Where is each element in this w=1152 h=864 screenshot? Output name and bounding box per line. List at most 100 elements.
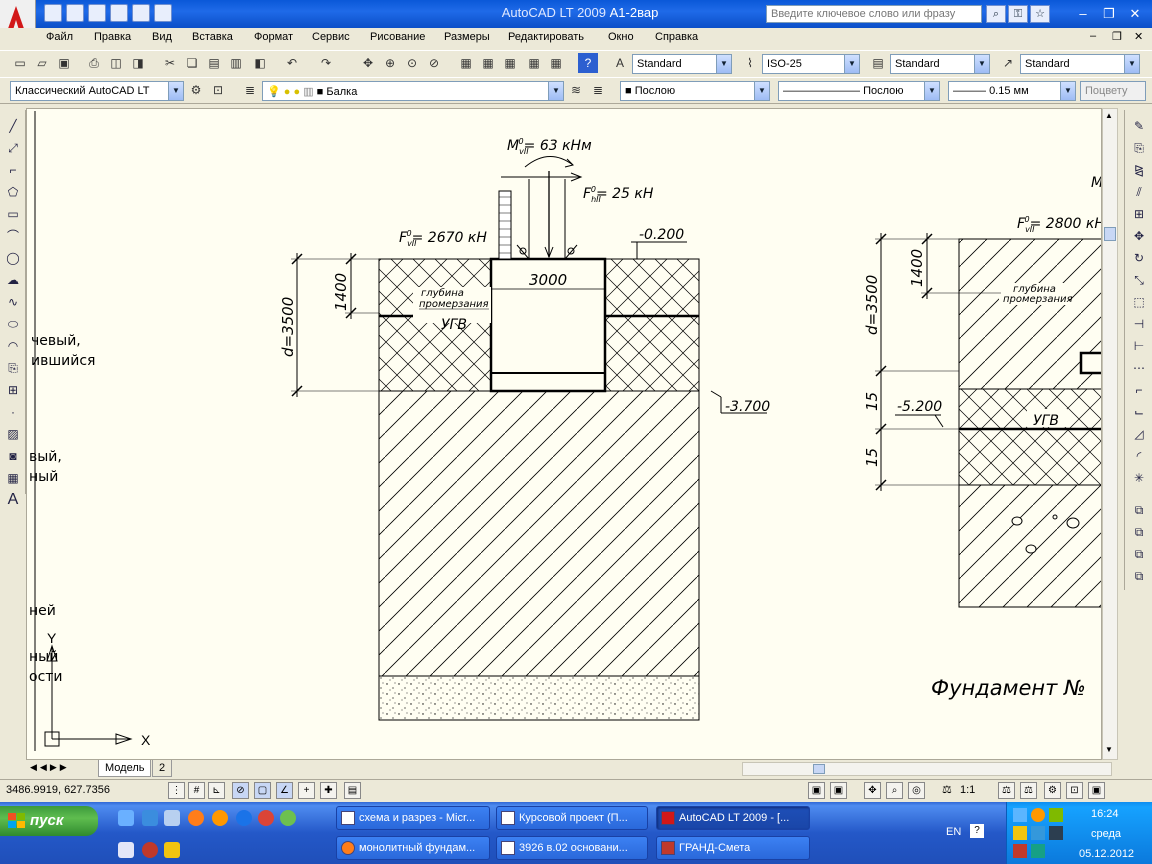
workspace-select[interactable]: Классический AutoCAD LT▼ — [10, 81, 184, 101]
zoom-previous-icon[interactable]: ⊘ — [428, 56, 440, 70]
quicklaunch-media-icon[interactable] — [236, 810, 252, 826]
qp-toggle[interactable]: ▤ — [344, 782, 361, 799]
close-button[interactable]: ✕ — [1129, 6, 1141, 21]
annotation-scale[interactable]: 1:1 — [960, 784, 976, 796]
table-style-icon[interactable]: ▤ — [872, 56, 884, 70]
vertical-scrollbar[interactable]: ▲ ▼ — [1102, 108, 1118, 760]
new-icon[interactable] — [44, 4, 62, 22]
doc-close-button[interactable]: ✕ — [1134, 31, 1144, 43]
offset-icon[interactable]: ⫽ — [1136, 185, 1142, 199]
layer-previous-icon[interactable]: ≣ — [592, 83, 604, 97]
clean-screen-icon[interactable]: ▣ — [1088, 782, 1105, 799]
minimize-button[interactable]: – — [1079, 6, 1087, 21]
dyn-toggle[interactable]: + — [298, 782, 315, 799]
tab-model[interactable]: Модель — [98, 760, 152, 777]
tool-palettes-icon[interactable]: ▦ — [504, 56, 516, 70]
clock-time[interactable]: 16:24 — [1091, 808, 1119, 820]
polar-toggle[interactable]: ⊘ — [232, 782, 249, 799]
array-icon[interactable]: ⊞ — [1133, 207, 1145, 221]
copy-object-icon[interactable]: ⎘ — [1134, 141, 1144, 155]
redo-tool-icon[interactable]: ↷ — [320, 56, 332, 70]
quicklaunch-opera-icon[interactable] — [142, 842, 158, 858]
linetype-select[interactable]: ——————— Послою▼ — [778, 81, 940, 101]
break-icon[interactable]: ⌐ — [1135, 383, 1143, 397]
revcloud-icon[interactable]: ☁ — [7, 273, 19, 287]
make-layer-current-icon[interactable]: ≋ — [570, 83, 582, 97]
layer-select[interactable]: 💡 ● ● ▥ ■ Балка ▼ — [262, 81, 564, 101]
doc-minimize-button[interactable]: – — [1090, 30, 1097, 42]
steering-wheel-icon[interactable]: ◎ — [908, 782, 925, 799]
menu-modify[interactable]: Редактировать — [508, 31, 584, 43]
help-tray-icon[interactable]: ? — [970, 824, 984, 838]
rotate-icon[interactable]: ↻ — [1133, 251, 1145, 265]
horizontal-scrollbar[interactable] — [742, 762, 1112, 776]
draworder-back-icon[interactable]: ⧉ — [1134, 525, 1144, 539]
color-select[interactable]: ■ Послою▼ — [620, 81, 770, 101]
scroll-up-icon[interactable]: ▲ — [1105, 111, 1113, 120]
annotation-visibility-icon[interactable]: ⚖ — [998, 782, 1015, 799]
help-icon[interactable]: ? — [578, 53, 598, 73]
annotation-scale-icon[interactable]: ⚖ — [942, 784, 952, 796]
lineweight-select[interactable]: ——— 0.15 мм▼ — [948, 81, 1076, 101]
task-grand-smeta[interactable]: ГРАНД-Смета — [656, 836, 810, 860]
favorites-icon[interactable]: ☆ — [1030, 5, 1050, 23]
plot-preview-icon[interactable]: ◫ — [110, 56, 122, 70]
polygon-icon[interactable]: ⬠ — [7, 185, 19, 199]
cut-icon[interactable]: ✂ — [164, 56, 176, 70]
menu-view[interactable]: Вид — [152, 31, 172, 43]
line-icon[interactable]: ╱ — [9, 119, 17, 133]
quicklaunch-folder-icon[interactable] — [164, 842, 180, 858]
workspace-settings-icon[interactable]: ⚙ — [190, 83, 202, 97]
scroll-thumb[interactable] — [1104, 227, 1116, 241]
undo-tool-icon[interactable]: ↶ — [286, 56, 298, 70]
tray-app-icon[interactable] — [1049, 808, 1063, 822]
tray-keyboard-icon[interactable] — [1031, 826, 1045, 840]
move-icon[interactable]: ✥ — [1133, 229, 1145, 243]
menu-format[interactable]: Формат — [254, 31, 294, 43]
search-icon[interactable]: ⌕ — [986, 5, 1006, 23]
task-firefox[interactable]: монолитный фундам... — [336, 836, 490, 860]
block-editor-icon[interactable]: ◧ — [254, 56, 266, 70]
construction-line-icon[interactable]: ⤢ — [8, 141, 18, 155]
mtext-icon[interactable]: A — [7, 491, 19, 508]
clock-date[interactable]: 05.12.2012 — [1079, 848, 1135, 860]
clock-day[interactable]: среда — [1091, 828, 1122, 840]
tray-display-icon[interactable] — [1049, 826, 1063, 840]
model-space-button[interactable]: ▣ — [808, 782, 825, 799]
zoom-realtime-icon[interactable]: ⊕ — [384, 56, 396, 70]
circle-icon[interactable]: ◯ — [6, 251, 20, 265]
tray-avast-icon[interactable] — [1031, 808, 1045, 822]
table-icon[interactable]: ▦ — [7, 471, 19, 485]
properties-icon[interactable]: ▦ — [460, 56, 472, 70]
open-file-icon[interactable]: ▱ — [37, 56, 47, 70]
tab-nav-arrows[interactable]: ◀◀▶▶ — [30, 762, 70, 772]
zoom-window-icon[interactable]: ⊙ — [406, 56, 418, 70]
menu-tools[interactable]: Сервис — [312, 31, 350, 43]
insert-block-icon[interactable]: ⎘ — [8, 361, 18, 375]
text-style-icon[interactable]: A — [615, 56, 624, 70]
workspace-switch-icon[interactable]: ⚙ — [1044, 782, 1061, 799]
lwt-toggle[interactable]: ✚ — [320, 782, 337, 799]
tab-layout-2[interactable]: 2 — [152, 760, 173, 777]
menu-draw[interactable]: Рисование — [370, 31, 426, 43]
copy-icon[interactable]: ❏ — [186, 56, 198, 70]
arc-icon[interactable]: ⌒ — [6, 229, 19, 243]
task-word-scheme[interactable]: схема и разрез - Micr... — [336, 806, 490, 830]
grid-toggle[interactable]: # — [188, 782, 205, 799]
draworder-above-icon[interactable]: ⧉ — [1134, 547, 1144, 561]
menu-help[interactable]: Справка — [655, 31, 699, 43]
drawing-canvas[interactable]: чевый, ившийся вый, ный ней ный ости X Y… — [26, 108, 1102, 760]
paste-icon[interactable]: ▤ — [208, 56, 220, 70]
menu-file[interactable]: Файл — [46, 31, 74, 43]
calculator-icon[interactable]: ▦ — [550, 56, 562, 70]
plot-icon[interactable]: ⎙ — [89, 56, 99, 70]
draworder-under-icon[interactable]: ⧉ — [1134, 569, 1144, 583]
erase-icon[interactable]: ✎ — [1133, 119, 1145, 133]
tray-network-icon[interactable] — [1013, 808, 1027, 822]
task-autocad[interactable]: AutoCAD LT 2009 - [... — [656, 806, 810, 830]
fillet-icon[interactable]: ◜ — [1136, 449, 1142, 463]
save-file-icon[interactable]: ▣ — [58, 56, 70, 70]
hatch-icon[interactable]: ▨ — [7, 427, 19, 441]
draworder-front-icon[interactable]: ⧉ — [1134, 503, 1144, 517]
open-icon[interactable] — [66, 4, 84, 22]
